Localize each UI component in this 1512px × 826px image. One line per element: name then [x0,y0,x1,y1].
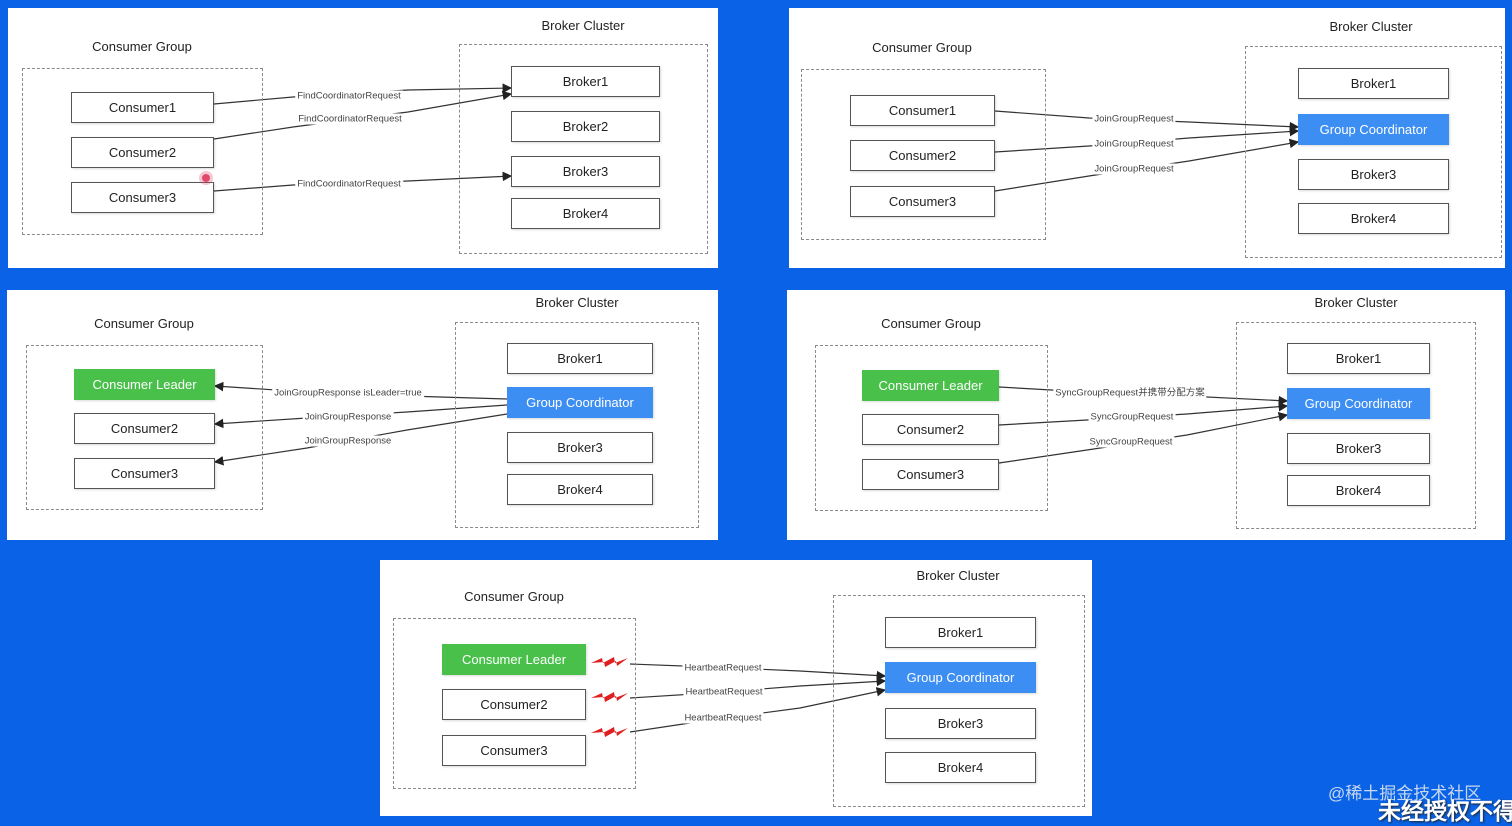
join-group-label-2: JoinGroupRequest [1092,138,1176,150]
group-coordinator-box: Group Coordinator [507,387,653,418]
broker-cluster-container [455,322,699,528]
consumer-leader-box: Consumer Leader [74,369,215,400]
consumer2-box: Consumer2 [442,689,586,720]
consumer3-box: Consumer3 [850,186,995,217]
consumer-group-title: Consumer Group [92,39,192,54]
panel-find-coordinator: Consumer Group Broker Cluster Consumer1 … [8,8,718,268]
consumer2-box: Consumer2 [862,414,999,445]
sync-group-label-2: SyncGroupRequest [1088,411,1176,423]
heartbeat-label-1: HeartbeatRequest [682,662,764,674]
join-group-label-1: JoinGroupRequest [1092,113,1176,125]
consumer-leader-box: Consumer Leader [862,370,999,401]
heartbeat-label-3: HeartbeatRequest [682,712,764,724]
heartbeat-label-2: HeartbeatRequest [683,686,765,698]
consumer2-box: Consumer2 [71,137,214,168]
join-response-label-3: JoinGroupResponse [302,435,394,447]
consumer1-box: Consumer1 [850,95,995,126]
broker3-box: Broker3 [507,432,653,463]
broker1-box: Broker1 [1298,68,1449,99]
join-response-label-1: JoinGroupResponse isLeader=true [272,387,424,399]
cursor-indicator [202,174,210,182]
consumer-leader-box: Consumer Leader [442,644,586,675]
consumer-group-container [801,69,1046,240]
broker-cluster-title: Broker Cluster [1314,295,1398,310]
group-coordinator-box: Group Coordinator [885,662,1036,693]
panel-heartbeat: Consumer Group Broker Cluster Consumer L… [380,560,1092,816]
panel-join-group-response: Consumer Group Broker Cluster Consumer L… [7,290,718,540]
broker-cluster-container [833,595,1085,807]
broker-cluster-container [1245,46,1502,258]
broker1-box: Broker1 [511,66,660,97]
consumer2-box: Consumer2 [850,140,995,171]
join-response-label-2: JoinGroupResponse [302,411,394,423]
watermark-text: @稀土掘金技术社区 [1328,784,1482,803]
consumer1-box: Consumer1 [71,92,214,123]
lightning-bolt-icon [591,692,628,702]
consumer-group-container [815,345,1048,511]
panel-sync-group: Consumer Group Broker Cluster Consumer L… [787,290,1505,540]
sync-group-label-3: SyncGroupRequest [1087,436,1175,448]
consumer-group-container [26,345,263,510]
broker2-box: Broker2 [511,111,660,142]
consumer-group-container [393,618,636,789]
join-group-label-3: JoinGroupRequest [1092,163,1176,175]
consumer-group-title: Consumer Group [94,316,194,331]
consumer3-box: Consumer3 [442,735,586,766]
consumer3-box: Consumer3 [74,458,215,489]
find-coordinator-label-3: FindCoordinatorRequest [295,178,403,190]
watermark-overlay-text: 未经授权不得 [1378,798,1512,824]
lightning-bolt-icon [591,727,628,737]
broker-cluster-container [459,44,708,254]
broker4-box: Broker4 [1287,475,1430,506]
broker-cluster-title: Broker Cluster [541,18,625,33]
consumer-group-container [22,68,263,235]
consumer-group-title: Consumer Group [464,589,564,604]
broker-cluster-title: Broker Cluster [535,295,619,310]
broker4-box: Broker4 [507,474,653,505]
broker4-box: Broker4 [511,198,660,229]
consumer3-box: Consumer3 [862,459,999,490]
consumer2-box: Consumer2 [74,413,215,444]
broker3-box: Broker3 [1287,433,1430,464]
consumer-group-title: Consumer Group [872,40,972,55]
broker1-box: Broker1 [1287,343,1430,374]
lightning-bolt-icon [591,657,628,667]
panel-join-group: Consumer Group Broker Cluster Consumer1 … [789,8,1505,268]
sync-group-label-1: SyncGroupRequest并携带分配方案 [1053,387,1207,399]
group-coordinator-box: Group Coordinator [1298,114,1449,145]
broker3-box: Broker3 [1298,159,1449,190]
broker-cluster-title: Broker Cluster [1329,19,1413,34]
find-coordinator-label-1: FindCoordinatorRequest [295,90,403,102]
consumer-group-title: Consumer Group [881,316,981,331]
broker3-box: Broker3 [511,156,660,187]
broker1-box: Broker1 [885,617,1036,648]
find-coordinator-label-2: FindCoordinatorRequest [296,113,404,125]
broker-cluster-title: Broker Cluster [916,568,1000,583]
consumer3-box: Consumer3 [71,182,214,213]
group-coordinator-box: Group Coordinator [1287,388,1430,419]
broker-cluster-container [1236,322,1476,529]
broker1-box: Broker1 [507,343,653,374]
broker3-box: Broker3 [885,708,1036,739]
broker4-box: Broker4 [1298,203,1449,234]
broker4-box: Broker4 [885,752,1036,783]
